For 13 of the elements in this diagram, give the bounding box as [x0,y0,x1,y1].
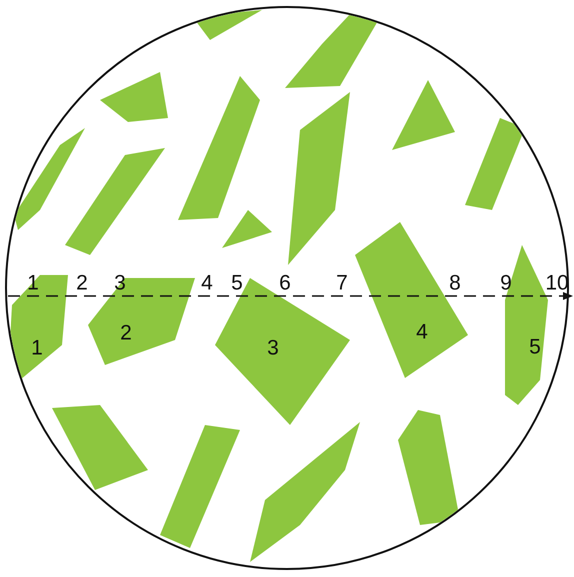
sample-circle [5,6,569,570]
particle-number: 5 [529,336,541,358]
intersection-number: 5 [231,272,243,294]
intersection-number: 9 [500,272,512,294]
particle-number: 1 [31,338,43,358]
intersection-number: 6 [279,272,291,294]
particle-number: 4 [416,322,428,342]
intersection-number: 8 [449,272,461,294]
particle-number: 2 [120,322,132,344]
intersection-number: 2 [76,272,88,294]
intersection-number: 4 [201,272,213,294]
intersection-number: 7 [336,272,348,294]
particle-number: 3 [267,338,279,358]
